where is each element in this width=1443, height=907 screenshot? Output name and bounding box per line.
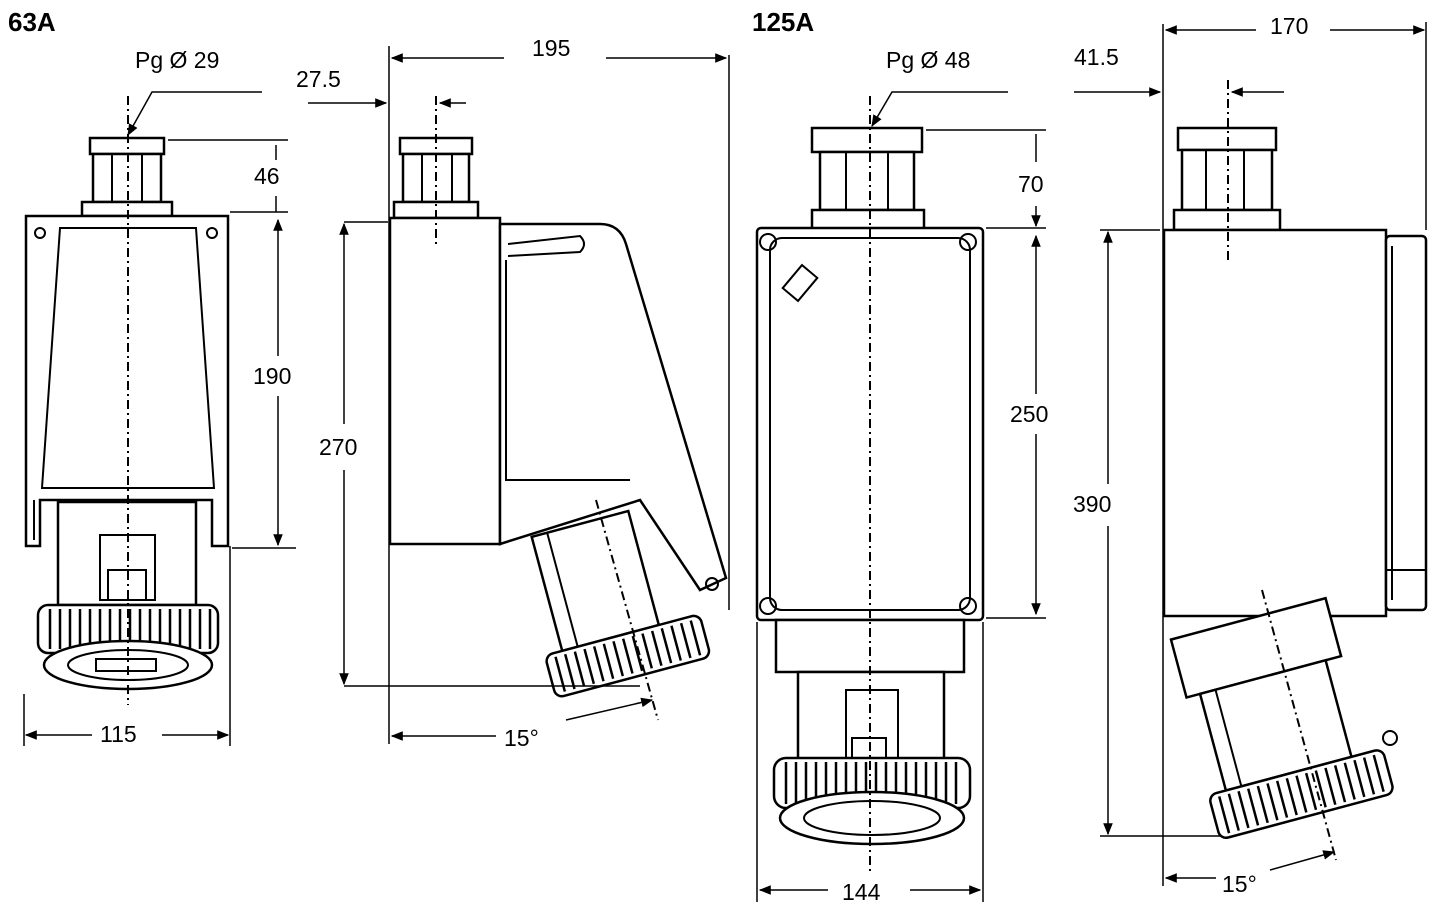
label-70: 70 [1018, 171, 1044, 197]
label-115: 115 [100, 721, 137, 747]
label-41-5: 41.5 [1074, 44, 1119, 70]
title-63a: 63A [8, 7, 56, 37]
label-250: 250 [1010, 401, 1048, 427]
label-390: 390 [1073, 491, 1111, 517]
title-125a: 125A [752, 7, 814, 37]
side-view-63a [388, 96, 728, 721]
label-15deg-125a: 15° [1222, 871, 1257, 897]
label-170: 170 [1270, 13, 1308, 39]
dims-front-125a: Pg Ø 48 70 250 144 [756, 47, 1048, 905]
front-view-125a [755, 96, 985, 872]
label-pg-125a: Pg Ø 48 [886, 47, 970, 73]
dims-side-125a: 170 41.5 390 15° [1073, 13, 1427, 897]
dims-front-63a: Pg Ø 29 46 190 115 [23, 47, 296, 747]
label-15deg-63a: 15° [504, 725, 539, 751]
label-pg-63a: Pg Ø 29 [135, 47, 219, 73]
side-view-125a [1162, 80, 1428, 861]
dims-side-63a: 195 27.5 270 15° [296, 35, 730, 751]
front-view-63a [24, 96, 230, 705]
label-270: 270 [319, 434, 357, 460]
label-195: 195 [532, 35, 570, 61]
label-46: 46 [254, 163, 280, 189]
label-190: 190 [253, 363, 291, 389]
label-27-5: 27.5 [296, 66, 341, 92]
label-144: 144 [842, 879, 881, 905]
